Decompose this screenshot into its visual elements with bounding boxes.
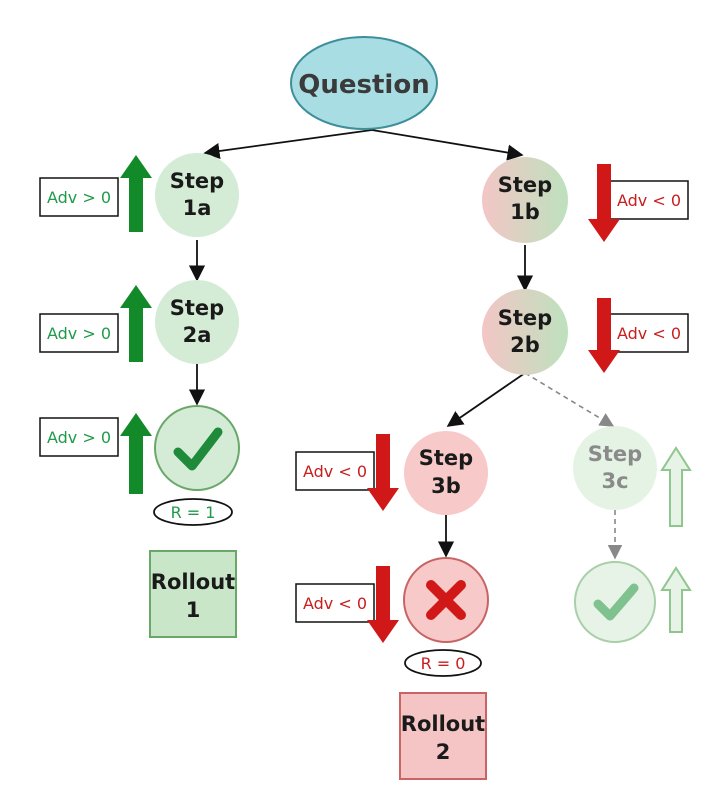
rollout-2-line2: 2 [436,740,451,764]
adv-label-2a: Adv > 0 [39,313,119,353]
edges [188,129,623,560]
rollout-2-box: Rollout 2 [399,692,487,780]
edge-2b-to-3c [524,372,615,427]
step-3b-node: Step 3b [404,431,488,515]
adv-label-1a-text: Adv > 0 [47,188,111,207]
reward-label-rollout-2: R = 0 [421,654,466,673]
question-node: Question [290,36,438,130]
down-arrow-icon [367,434,399,511]
step-2b-line2: 2b [510,333,540,357]
question-label: Question [298,70,429,100]
adv-label-1a: Adv > 0 [39,177,119,217]
cross-icon [426,580,466,620]
success-node-rollout-3 [574,561,656,643]
step-3b-line2: 3b [431,474,461,498]
step-3c-node: Step 3c [573,426,657,510]
rollout-1-line2: 1 [186,598,201,622]
step-3b-line1: Step [419,446,473,470]
rollout-1-line1: Rollout [151,570,235,594]
up-arrow-outline-icon [660,566,692,633]
edge-question-to-1b [371,129,524,161]
down-arrow-icon [588,298,620,373]
step-1a-node: Step 1a [155,153,239,237]
step-2a-line1: Step [170,296,224,320]
down-arrow-icon [588,164,620,242]
adv-label-2b-text: Adv < 0 [617,324,681,343]
step-3c-line2: 3c [601,469,628,493]
step-1a-line1: Step [170,169,224,193]
step-1b-line2: 1b [510,200,540,224]
up-arrow-outline-icon [660,446,692,527]
adv-label-3b-text: Adv < 0 [303,462,367,481]
failure-node-rollout-2 [403,557,489,643]
down-arrow-icon [367,566,399,643]
step-1b-line1: Step [498,173,552,197]
success-node-rollout-1 [154,405,240,491]
step-1b-node: Step 1b [482,157,568,243]
step-2a-line2: 2a [183,323,212,347]
adv-label-3b: Adv < 0 [295,451,375,491]
check-icon [593,583,639,621]
up-arrow-icon [120,285,152,362]
adv-label-final-b: Adv < 0 [295,583,375,623]
rollout-1-box: Rollout 1 [149,550,237,638]
reward-badge-rollout-2: R = 0 [404,649,482,677]
step-1a-line2: 1a [183,196,212,220]
adv-label-1b-text: Adv < 0 [617,191,681,210]
rollout-2-line1: Rollout [401,712,485,736]
up-arrow-icon [120,155,152,232]
edge-question-to-1a [203,129,373,160]
step-3c-line1: Step [588,442,642,466]
edge-2b-to-3b [446,372,526,427]
step-2a-node: Step 2a [155,280,239,364]
check-icon [173,427,223,471]
up-arrow-icon [120,413,152,494]
adv-label-final-b-text: Adv < 0 [303,594,367,613]
adv-label-2a-text: Adv > 0 [47,324,111,343]
adv-label-2b: Adv < 0 [609,313,689,353]
reward-badge-rollout-1: R = 1 [153,498,233,526]
adv-label-final-a-text: Adv > 0 [47,428,111,447]
adv-label-1b: Adv < 0 [609,180,689,220]
step-2b-node: Step 2b [482,289,568,375]
reward-label-rollout-1: R = 1 [171,503,216,522]
step-2b-line1: Step [498,306,552,330]
adv-label-final-a: Adv > 0 [39,417,119,457]
